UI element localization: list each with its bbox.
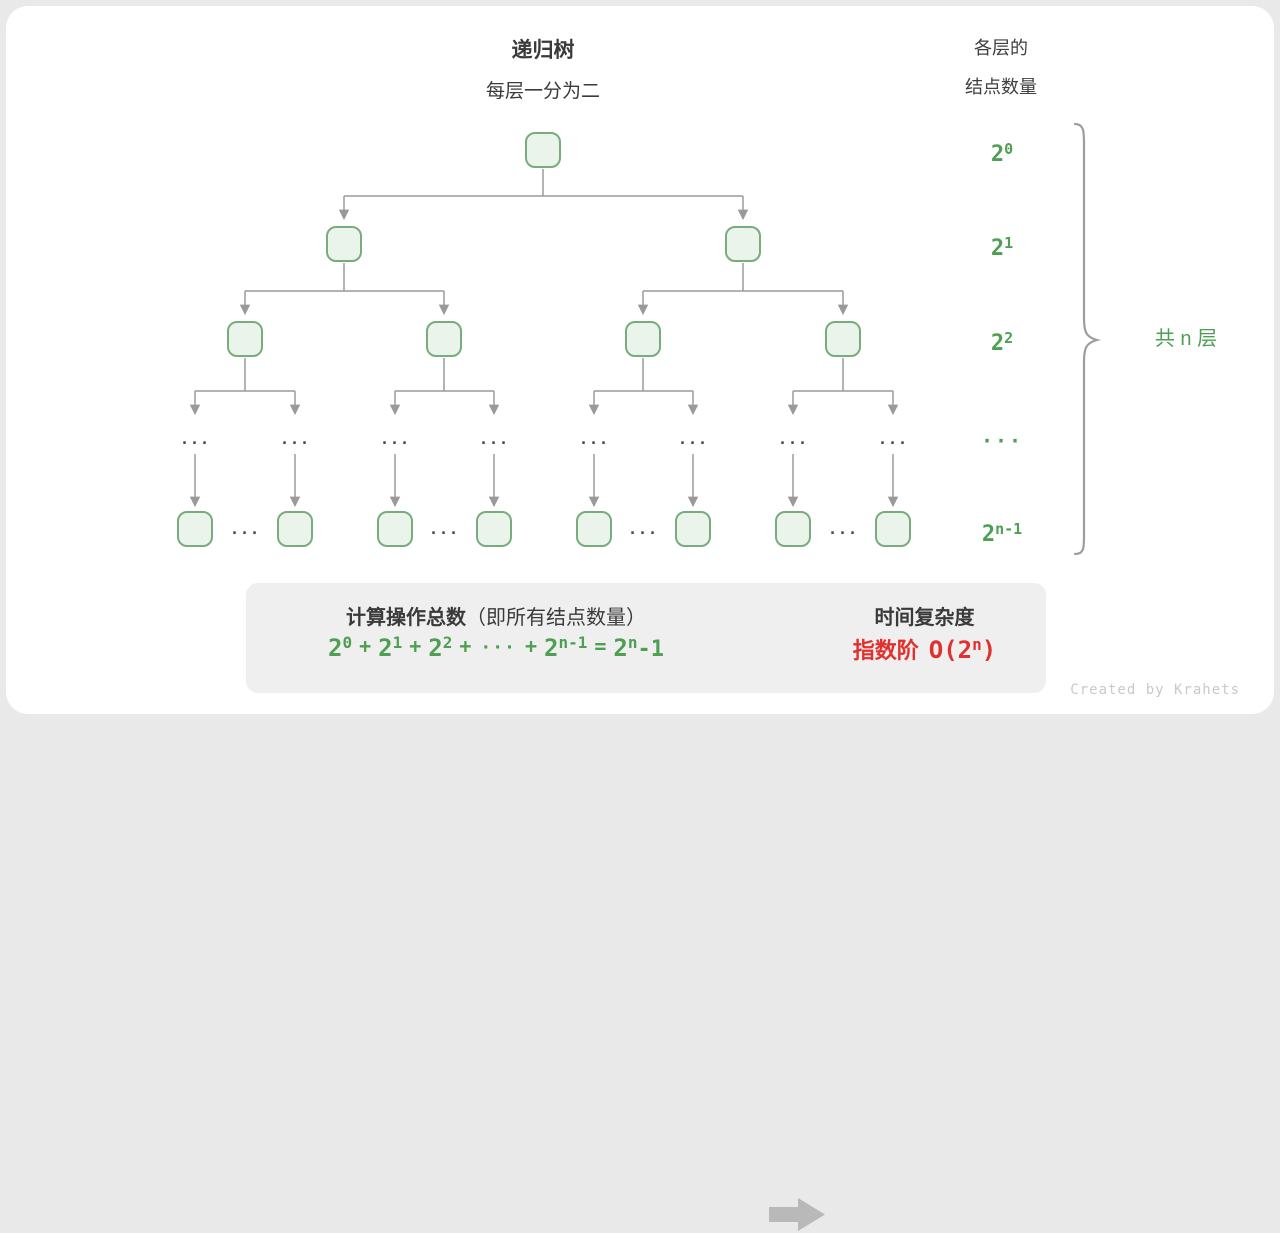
level-count-label: 20: [990, 140, 1014, 167]
arrow-right-icon: [769, 1198, 825, 1231]
diagram-card: 递归树 每层一分为二 各层的 结点数量: [6, 6, 1274, 1231]
tree-node: [227, 321, 263, 357]
tree-node: [625, 321, 661, 357]
page-title: 递归树: [511, 39, 575, 62]
formula-result: 2n-1: [613, 633, 664, 662]
formula-operator: +: [524, 634, 537, 658]
header-center: 递归树 每层一分为二: [423, 34, 663, 103]
tree-node: [775, 511, 811, 547]
tree-ellipsis: ...: [677, 430, 709, 448]
tree-ellipsis: ...: [777, 430, 809, 448]
level-count-label: 22: [990, 329, 1014, 356]
formula-operator: =: [594, 634, 607, 658]
right-header-line2: 结点数量: [965, 77, 1037, 97]
tree-ellipsis: ...: [877, 430, 909, 448]
right-header-line1: 各层的: [974, 38, 1028, 58]
total-layers-label: 共 n 层: [1154, 328, 1218, 350]
tree-ellipsis: ...: [827, 520, 859, 538]
formula-operator: +: [409, 634, 422, 658]
tree-node: [177, 511, 213, 547]
tree-ellipsis: ...: [578, 430, 610, 448]
formula-term: 21: [378, 633, 403, 662]
tree-ellipsis: ...: [229, 520, 261, 538]
credit-text: Created by Krahets: [1070, 682, 1240, 698]
tree-node: [875, 511, 911, 547]
tree-ellipsis: ...: [478, 430, 510, 448]
level-count-label: 2n-1: [981, 520, 1023, 547]
total-operations-title: 计算操作总数（即所有结点数量）: [346, 607, 646, 629]
formula-operator: +: [359, 634, 372, 658]
tree-ellipsis: ...: [379, 430, 411, 448]
curly-brace-icon: [1073, 122, 1102, 556]
level-count-ellipsis: ···: [980, 429, 1024, 453]
tree-node: [377, 511, 413, 547]
header-right: 各层的 结点数量: [931, 34, 1071, 112]
tree-ellipsis: ...: [428, 520, 460, 538]
level-count-label: 21: [990, 234, 1014, 261]
tree-ellipsis: ...: [627, 520, 659, 538]
tree-node: [525, 132, 561, 168]
formula-term: 2n-1: [543, 633, 588, 662]
time-complexity-title: 时间复杂度: [874, 607, 975, 629]
formula-ellipsis: ···: [480, 637, 516, 658]
tree-node: [576, 511, 612, 547]
tree-node: [326, 226, 362, 262]
tree-node: [675, 511, 711, 547]
formula-term: 20: [328, 633, 353, 662]
total-operations-formula: 20+21+22+···+2n-1=2n-1: [246, 633, 746, 662]
summary-box: 计算操作总数（即所有结点数量） 20+21+22+···+2n-1=2n-1 时…: [246, 583, 1046, 1231]
tree-ellipsis: ...: [279, 430, 311, 448]
page-subtitle: 每层一分为二: [485, 81, 600, 102]
tree-node: [825, 321, 861, 357]
tree-node: [277, 511, 313, 547]
formula-term: 22: [428, 633, 453, 662]
tree-node: [725, 226, 761, 262]
tree-node: [476, 511, 512, 547]
formula-operator: +: [459, 634, 472, 658]
tree-node: [426, 321, 462, 357]
tree-ellipsis: ...: [179, 430, 211, 448]
